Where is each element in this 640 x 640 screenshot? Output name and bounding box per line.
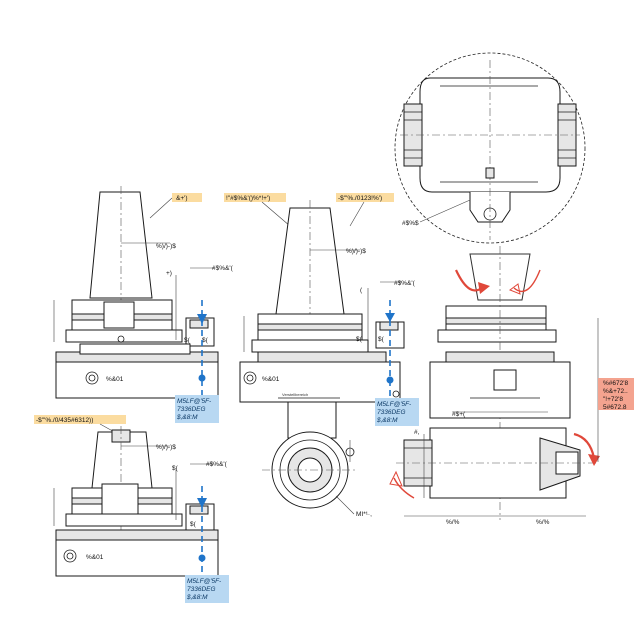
tool-a-blue-tag <box>175 395 219 423</box>
tool-d-dim-mid: #$+( <box>452 411 466 418</box>
tool-b-pointer-label: MI*¹·, <box>356 511 372 518</box>
tool-b-dim-top: %)/)-)$ <box>346 248 366 255</box>
tool-a-blue-line-1: M5LF@'5F- <box>177 398 212 405</box>
tool-c-blue-line-2: 7336DEG <box>187 586 216 593</box>
tool-d-red-line-4: 5#672.8 <box>603 404 627 411</box>
tool-a-blue-line-3: $,&8:M <box>176 414 198 421</box>
tool-b-tag-right-label: -$'"%./0123!%') <box>338 195 382 202</box>
tool-a-mark-2: $( <box>202 337 209 344</box>
tool-b-blue-tag <box>375 398 419 426</box>
tool-d-red-line-1: %#672'8 <box>603 380 628 387</box>
tool-b-blue-line-1: M5LF@'5F- <box>377 401 412 408</box>
tool-a-side-label: %&01 <box>106 376 124 383</box>
tool-b-dim-right: #$%&'( <box>394 280 416 287</box>
tool-b-side-label: %&01 <box>262 376 280 383</box>
tool-a-assembly: &+') %)/)-)$ +) #$%&'( $( $( %&01 <box>53 186 234 423</box>
tool-c-mark-1: $( <box>172 465 179 472</box>
tool-a-tag <box>172 193 202 202</box>
tool-c-mark-2: $( <box>190 521 197 528</box>
tool-c-side-label: %&01 <box>86 554 104 561</box>
top-view-callout: #$%$ <box>402 220 419 227</box>
tool-d-assembly: #$+( #, %/% %/% %#672'8 %&+72.. "!+72'8 … <box>389 246 634 526</box>
tool-d-red-line-3: "!+72'8 <box>603 396 623 403</box>
tool-b-tag-left <box>224 193 286 202</box>
tool-c-assembly: -$'"%./0/435#6312)) %)/)-)$ #$%&'( $( $(… <box>34 415 229 603</box>
tool-a-mark-1: $( <box>184 337 191 344</box>
tool-b-scale-caption: Verstellbereich <box>282 392 308 397</box>
tool-d-dim-bottom-right: %/% <box>536 519 550 526</box>
tool-c-tag <box>34 415 126 424</box>
tool-c-blue-line-3: $,&8:M <box>186 594 208 601</box>
tool-b-blue-line-2: 7336DEG <box>377 409 406 416</box>
tool-a-tag-label: &+') <box>176 195 188 202</box>
tool-b-dim-left: ( <box>360 287 363 294</box>
tool-b-assembly: !"#$%&'()%*!+') -$'"%./0123!%') %)/)-)$ … <box>224 193 419 518</box>
tool-b-tag-right <box>336 193 394 202</box>
tool-b-mark-1: $( <box>356 336 363 343</box>
tool-a-dim-top: %)/)-)$ <box>156 243 176 250</box>
tool-b-blue-line-3: $,&8:M <box>376 417 398 424</box>
tool-b-tag-left-label: !"#$%&'()%*!+') <box>226 195 270 202</box>
tool-d-red-line-2: %&+72.. <box>603 388 628 395</box>
tool-c-blue-line-1: M5LF@'5F- <box>187 578 222 585</box>
tool-a-blue-line-2: 7336DEG <box>177 406 206 413</box>
tool-c-blue-tag <box>185 575 229 603</box>
tool-b-mark-2: $( <box>378 336 385 343</box>
tool-a-dim-right: #$%&'( <box>212 265 234 272</box>
tool-c-tag-label: -$'"%./0/435#6312)) <box>36 417 93 424</box>
top-view-detail: #$%$ <box>394 52 586 244</box>
tool-d-red-tag <box>598 378 634 410</box>
tool-d-dim-bottom-left: %/% <box>446 519 460 526</box>
tool-a-dim-left: +) <box>166 270 172 277</box>
tool-d-dim-left: #, <box>414 429 420 436</box>
tool-c-dim-top: %)/)-)$ <box>156 444 176 451</box>
tool-c-dim-right: #$%&'( <box>206 461 228 468</box>
